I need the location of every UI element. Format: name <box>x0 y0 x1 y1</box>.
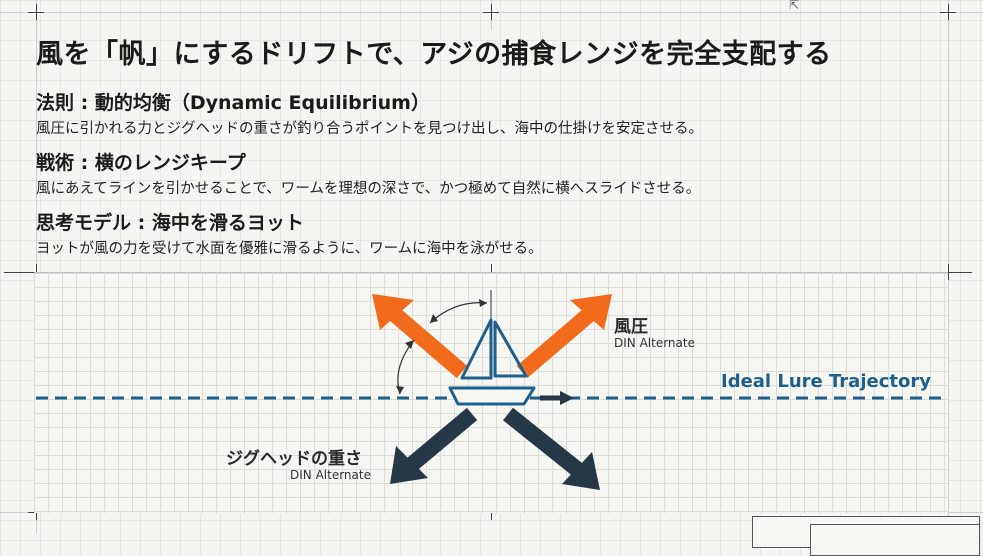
trajectory-label: Ideal Lure Trajectory <box>721 371 931 392</box>
section-heading-law: 法則 : 動的均衡（Dynamic Equilibrium） <box>36 92 430 114</box>
angle-arc-lower <box>397 339 415 395</box>
section-body-tactic: 風にあえてラインを引かせることで、ワームを理想の深さで、かつ極めて自然に横へスラ… <box>36 181 701 197</box>
wind-sublabel: DIN Alternate <box>614 336 695 350</box>
weight-label: ジグヘッドの重さ <box>226 449 362 469</box>
crop-mark <box>36 4 37 20</box>
crop-mark <box>4 272 44 273</box>
sailboat-icon <box>448 318 536 406</box>
section-body-model: ヨットが風の力を受けて水面を優雅に滑るように、ワームに海中を泳がせる。 <box>36 241 543 257</box>
crop-mark <box>948 264 949 280</box>
crop-mark <box>948 4 949 20</box>
wind-arrow-left-icon <box>372 294 468 379</box>
angle-arc-upper <box>429 302 488 324</box>
wind-arrow-right-icon <box>516 294 612 379</box>
page-title: 風を「帆」にするドリフトで、アジの捕食レンジを完全支配する <box>36 39 832 70</box>
crop-mark <box>491 4 492 20</box>
motion-arrow-icon <box>540 391 574 405</box>
mouse-cursor-icon: ⇱ <box>789 0 800 12</box>
crop-mark <box>932 272 972 273</box>
weight-sublabel: DIN Alternate <box>290 468 371 482</box>
section-body-law: 風圧に引かれる力とジグヘッドの重さが釣り合うポイントを見つけ出し、海中の仕掛けを… <box>36 121 703 137</box>
wind-label: 風圧 <box>614 317 648 337</box>
weight-arrow-right-icon <box>503 407 600 490</box>
title-block-inner <box>810 524 980 556</box>
force-diagram <box>36 290 948 490</box>
weight-arrow-left-icon <box>390 407 478 484</box>
section-heading-tactic: 戦術 : 横のレンジキープ <box>36 152 246 174</box>
section-heading-model: 思考モデル : 海中を滑るヨット <box>36 212 304 234</box>
